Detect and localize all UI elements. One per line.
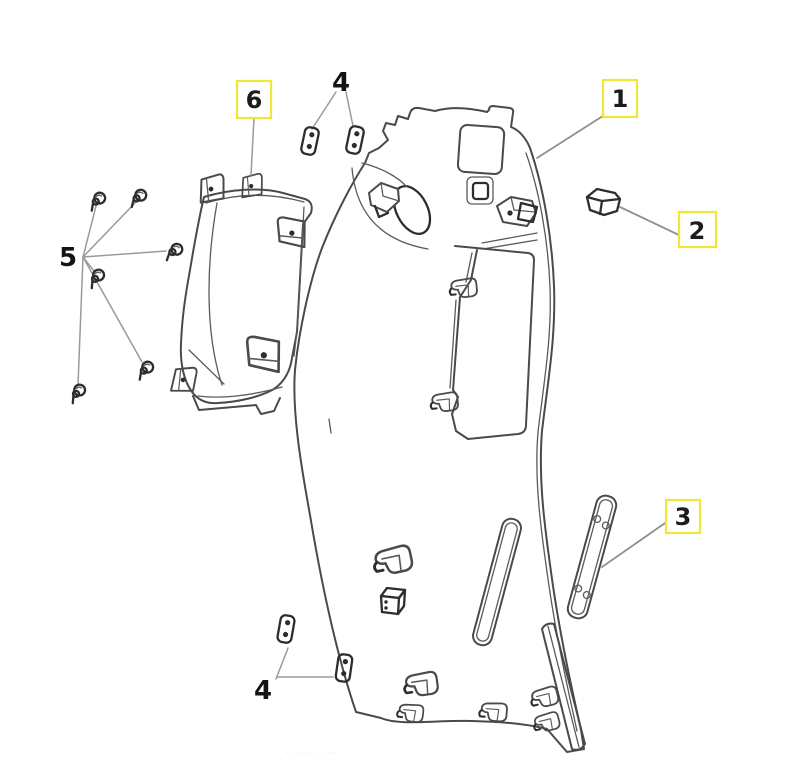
- callout-3-label: 3: [675, 503, 692, 531]
- retainer-clip-icon: [299, 125, 321, 157]
- screw-icon: [84, 189, 110, 212]
- main-body-panel: [293, 105, 586, 753]
- callout-2-box: [677, 210, 718, 249]
- retainer-clip-icon: [334, 652, 354, 684]
- callout-2[interactable]: 2: [677, 210, 718, 249]
- hook-clip: [447, 276, 479, 300]
- hook-clip: [401, 669, 440, 699]
- hook-clip: [369, 542, 415, 579]
- hook-clip: [428, 390, 460, 414]
- oval-hole: [392, 185, 432, 235]
- hook-clip: [477, 700, 509, 723]
- hook-clip: [395, 702, 425, 724]
- clip-nut: [585, 187, 682, 237]
- pocket-recess: [456, 123, 506, 176]
- central-recess: [449, 245, 535, 440]
- side-cover-panel: [170, 172, 313, 415]
- callout-1-label: 1: [612, 85, 629, 113]
- retainer-clip-icon: [344, 124, 366, 156]
- callout-4-bottom-label: 4: [254, 676, 272, 706]
- side-bracket-right: [496, 196, 539, 227]
- square-socket: [466, 176, 494, 205]
- callout-1-box: [601, 78, 639, 119]
- cube-clip: [379, 586, 407, 616]
- trim-strip: [566, 494, 669, 620]
- callout-1[interactable]: 1: [536, 78, 639, 159]
- screw-icon: [126, 187, 150, 209]
- slot-channel: [472, 517, 522, 647]
- retainer-clip-icon: [275, 613, 297, 645]
- callout-3-box: [664, 498, 702, 535]
- screw-set: [64, 187, 186, 405]
- callout-6[interactable]: 6: [235, 79, 273, 176]
- retainer-clips-bottom: [275, 613, 354, 684]
- screw-icon: [83, 266, 109, 290]
- retainer-clips-top: [299, 91, 366, 157]
- bottom-right-rail: [541, 622, 586, 751]
- callout-2-label: 2: [689, 217, 706, 245]
- hook-clip: [527, 684, 561, 711]
- mount-tab: [170, 364, 199, 395]
- faint-footer-marks: ·· ··· · ···: [286, 749, 337, 757]
- callout-3[interactable]: 3: [664, 498, 702, 535]
- screw-icon: [132, 358, 158, 381]
- callout-6-label: 6: [246, 86, 263, 114]
- side-bracket-left: [368, 182, 400, 219]
- callout-4-top-label: 4: [332, 68, 350, 98]
- screw-icon: [64, 381, 90, 405]
- hook-clip: [530, 710, 562, 735]
- mount-tab: [240, 172, 264, 199]
- callout-5-label: 5: [59, 243, 77, 273]
- mount-tab: [242, 334, 285, 374]
- callout-6-box: [235, 79, 273, 120]
